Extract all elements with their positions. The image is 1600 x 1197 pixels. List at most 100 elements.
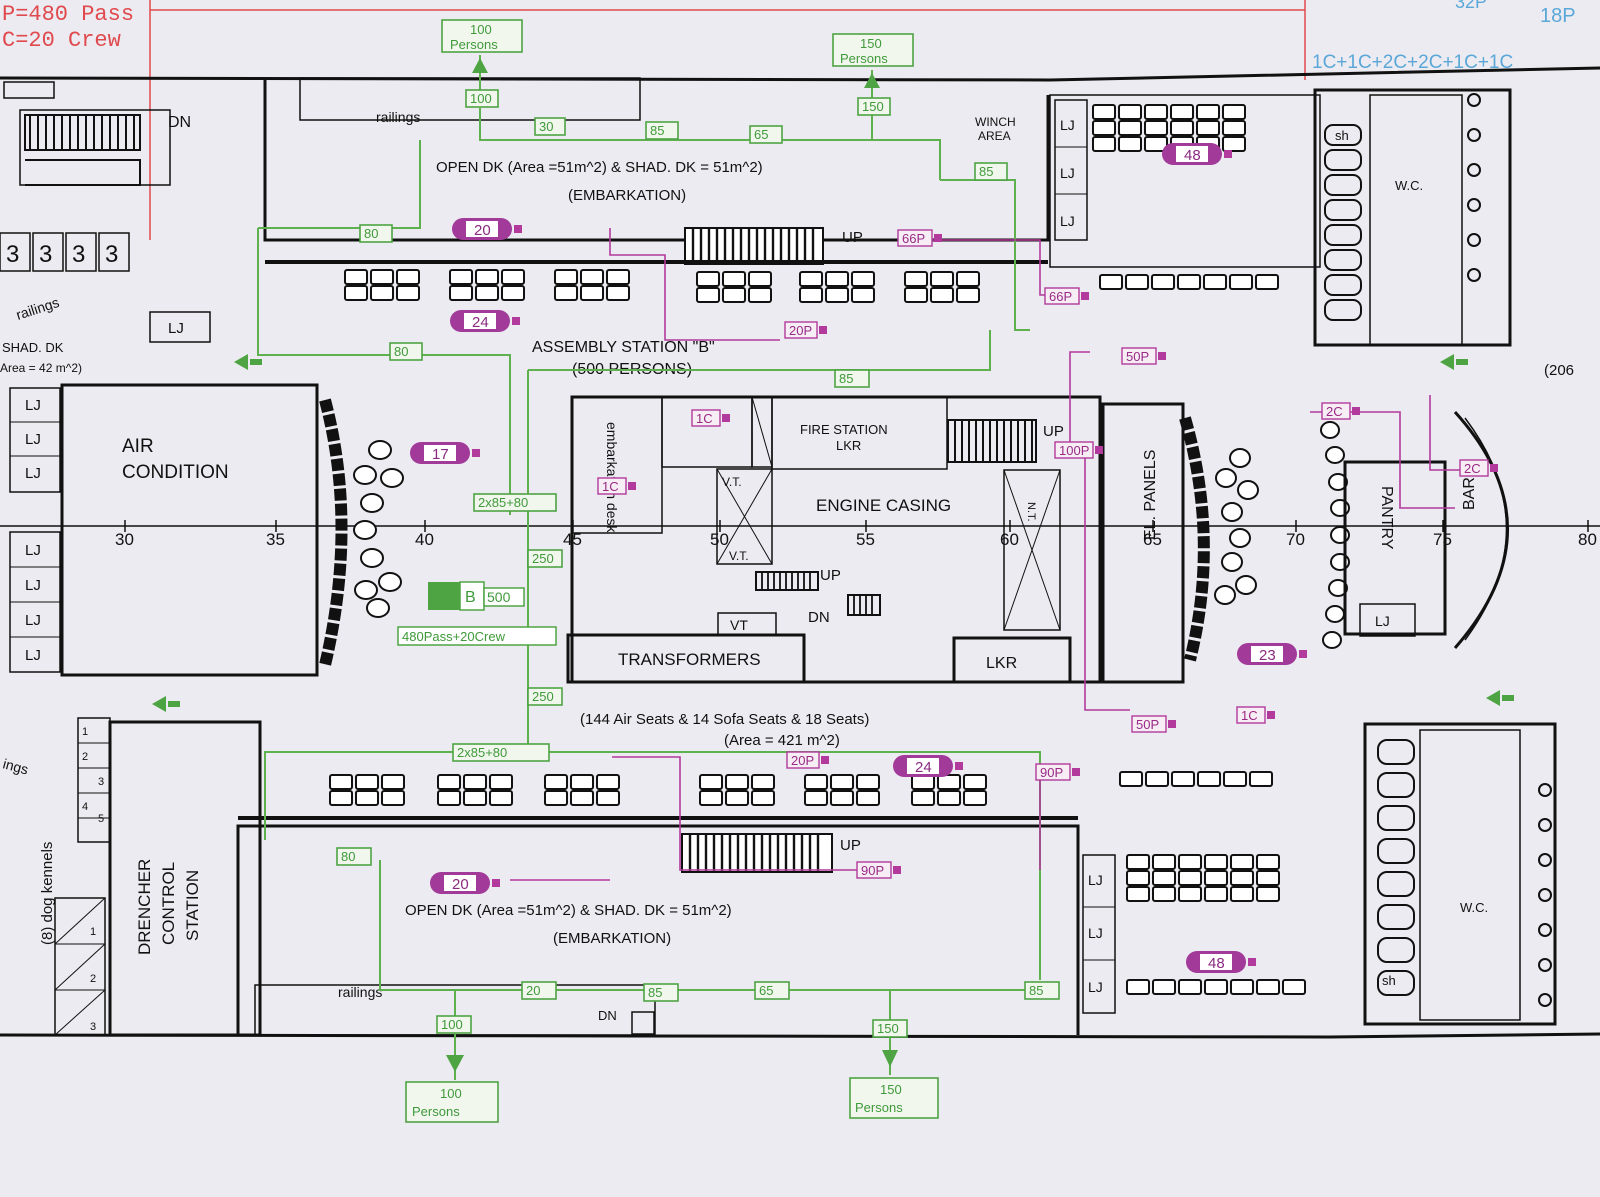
seat <box>851 287 875 303</box>
seat <box>1152 979 1176 995</box>
seat <box>751 774 775 790</box>
tag-t66a <box>897 229 933 247</box>
toilet <box>1324 274 1362 296</box>
tag-t1cc <box>1236 706 1266 724</box>
svg-text:80: 80 <box>341 849 355 864</box>
seat <box>830 790 854 806</box>
tag-t66b <box>1044 287 1080 305</box>
flow-f150b <box>872 1019 908 1038</box>
toilets <box>1324 93 1552 1007</box>
seat <box>699 774 723 790</box>
seat <box>1144 104 1168 120</box>
svg-text:Persons: Persons <box>412 1104 460 1119</box>
note-pass: P=480 Pass <box>2 2 134 27</box>
flow-f30t <box>534 117 566 136</box>
seat <box>1178 870 1202 886</box>
flow-f100b <box>436 1015 472 1034</box>
seat <box>1118 136 1142 152</box>
svg-text:50P: 50P <box>1136 717 1159 732</box>
svg-text:23: 23 <box>1259 647 1276 664</box>
flow-f250a <box>527 549 563 568</box>
seat <box>1178 854 1202 870</box>
toilet <box>1324 299 1362 321</box>
seat <box>1170 120 1194 136</box>
flow-f85t <box>645 121 679 140</box>
svg-text:Persons: Persons <box>840 51 888 66</box>
seat <box>381 774 405 790</box>
svg-text:85: 85 <box>650 123 664 138</box>
shad-dk-area: Area = 42 m^2) <box>0 361 82 375</box>
seat <box>963 790 987 806</box>
seat <box>1230 854 1254 870</box>
seat <box>396 285 420 301</box>
exit-bottom-right: 150 Persons <box>849 1077 939 1119</box>
svg-text:2: 2 <box>90 973 96 985</box>
seat <box>1152 854 1176 870</box>
tag-t1ca <box>691 409 721 427</box>
seat <box>1204 870 1228 886</box>
svg-text:1: 1 <box>82 726 88 738</box>
lj-column-right-top: LJ LJ LJ <box>1054 99 1088 241</box>
seat <box>1152 870 1176 886</box>
tag-t2ca <box>1321 402 1351 420</box>
seat <box>580 285 604 301</box>
exit-top-right: 150 Persons <box>832 33 914 67</box>
railings-top: railings <box>376 109 420 125</box>
svg-text:90P: 90P <box>861 863 884 878</box>
svg-text:LJ: LJ <box>1060 117 1075 133</box>
svg-text:20: 20 <box>526 983 540 998</box>
seat <box>804 790 828 806</box>
seat <box>1197 771 1221 787</box>
seat <box>449 269 473 285</box>
air-condition-room <box>60 383 319 677</box>
seat <box>1119 771 1143 787</box>
svg-text:66P: 66P <box>1049 289 1072 304</box>
stair-engine <box>947 419 1037 463</box>
seat <box>825 287 849 303</box>
seat <box>851 271 875 287</box>
svg-text:85: 85 <box>979 164 993 179</box>
lj-left-top: LJ <box>168 320 184 337</box>
air-condition-label-2: CONDITION <box>122 462 229 483</box>
dog-kennels-label: (8) dog kennels <box>39 842 56 945</box>
svg-text:100: 100 <box>441 1017 463 1032</box>
seat <box>1222 120 1246 136</box>
exit-top-left: 100 Persons <box>441 19 523 53</box>
lkr-label: LKR <box>986 655 1017 672</box>
sink <box>1538 923 1552 937</box>
seat <box>1249 771 1273 787</box>
svg-text:100: 100 <box>470 22 492 37</box>
seating-note: (144 Air Seats & 14 Sofa Seats & 18 Seat… <box>580 711 869 728</box>
toilet <box>1377 739 1415 765</box>
toilet <box>1324 124 1362 146</box>
flow-f2x85a <box>473 493 557 512</box>
seat <box>1126 870 1150 886</box>
svg-text:150: 150 <box>862 99 884 114</box>
svg-text:65: 65 <box>759 983 773 998</box>
seat <box>856 790 880 806</box>
seat <box>1256 979 1280 995</box>
svg-text:1C: 1C <box>1241 708 1258 723</box>
seat <box>606 269 630 285</box>
svg-text:20P: 20P <box>791 753 814 768</box>
toilet <box>1324 249 1362 271</box>
seat <box>606 285 630 301</box>
seat <box>1144 120 1168 136</box>
svg-text:CONTROL: CONTROL <box>159 862 178 945</box>
seat <box>544 774 568 790</box>
toilet <box>1377 904 1415 930</box>
svg-text:20: 20 <box>474 222 491 239</box>
transformers-label: TRANSFORMERS <box>618 650 761 669</box>
svg-text:150: 150 <box>880 1082 902 1097</box>
frame-number-55: 55 <box>856 530 875 549</box>
flow-f2x85b <box>452 743 550 762</box>
bar-label: BAR <box>1461 477 1478 510</box>
vt-2: V.T. <box>729 549 749 563</box>
seat <box>1171 771 1195 787</box>
svg-text:B: B <box>465 589 476 606</box>
seat <box>956 287 980 303</box>
seat <box>856 774 880 790</box>
sh-top: sh <box>1335 128 1349 143</box>
seat <box>748 271 772 287</box>
seat <box>696 287 720 303</box>
